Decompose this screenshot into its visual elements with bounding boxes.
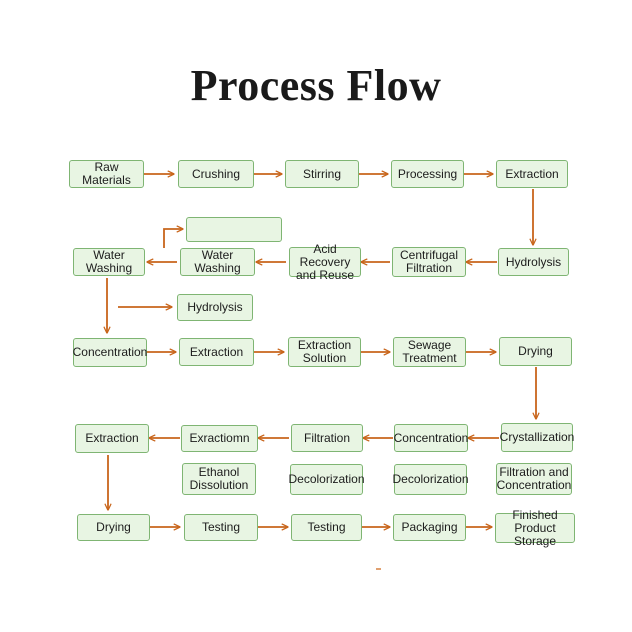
node-label: Decolorization: [392, 472, 469, 486]
node-sewage-treatment: Sewage Treatment: [393, 337, 466, 367]
node-blank-box: [186, 217, 282, 242]
node-extraction-3: Extraction: [75, 424, 149, 453]
stray-mark: [376, 568, 381, 570]
node-label: Filtration: [303, 430, 350, 445]
node-label: Extraction: [189, 344, 244, 359]
node-label: Centrifugal Filtration: [399, 248, 459, 275]
node-label: Packaging: [401, 520, 458, 534]
node-label: Water Washing: [194, 248, 241, 275]
node-label: Drying: [96, 520, 131, 534]
node-label: Raw Materials: [82, 160, 131, 187]
node-label: Testing: [307, 520, 346, 534]
node-label: Water Washing: [85, 248, 133, 275]
node-stirring: Stirring: [285, 160, 359, 188]
node-label: Hydrolysis: [187, 300, 243, 314]
node-label: Ethanol Dissolution: [189, 465, 249, 492]
node-garbled-box: Exractiomn: [181, 425, 258, 452]
node-hydrolysis-1: Hydrolysis: [498, 248, 569, 276]
node-concentration-1: Concentration: [73, 338, 147, 367]
node-testing-1: Testing: [184, 514, 258, 541]
node-water-washing-2: Water Washing: [180, 248, 255, 276]
node-label: Stirring: [302, 166, 341, 181]
node-label: Exractiomn: [189, 431, 250, 445]
node-water-washing-1: Water Washing: [73, 248, 145, 276]
node-centrifugal-filtration: Centrifugal Filtration: [392, 247, 466, 277]
node-processing: Processing: [391, 160, 464, 188]
node-decolorization-2: Decolorization: [392, 464, 469, 495]
node-label: Sewage Treatment: [402, 338, 457, 365]
node-label: Acid Recovery and Reuse: [295, 241, 355, 282]
node-packaging: Packaging: [393, 514, 466, 541]
node-label: Crystallization: [499, 430, 575, 444]
arrow-washing-to-blank: [163, 229, 183, 248]
node-label: Crushing: [191, 166, 241, 181]
node-hydrolysis-2: Hydrolysis: [177, 294, 253, 321]
node-label: Concentration: [393, 430, 469, 445]
node-label: Processing: [397, 166, 458, 181]
node-testing-2: Testing: [291, 514, 362, 541]
node-label: Drying: [518, 344, 553, 358]
node-label: Testing: [201, 520, 241, 534]
node-label: Extraction: [85, 431, 139, 445]
node-drying-2: Drying: [77, 514, 150, 541]
node-extraction-1: Extraction: [496, 160, 568, 188]
node-label: Hydrolysis: [505, 254, 562, 269]
node-label: Decolorization: [288, 472, 365, 486]
page-title: Process Flow: [190, 61, 442, 110]
node-filtration-concentration: Filtration and Concentration: [496, 463, 572, 495]
node-raw-materials: Raw Materials: [69, 160, 144, 188]
node-label: Concentration: [72, 345, 148, 359]
node-label: Filtration and Concentration: [496, 465, 572, 492]
node-decolorization-1: Decolorization: [288, 464, 365, 495]
node-finished-storage: Finished Product Storage: [495, 508, 575, 547]
node-extraction-2: Extraction: [179, 338, 254, 366]
node-label: Finished Product Storage: [512, 507, 558, 548]
node-extraction-solution: Extraction Solution: [288, 337, 361, 367]
node-ethanol-dissolution: Ethanol Dissolution: [182, 463, 256, 495]
node-crystallization: Crystallization: [499, 423, 575, 452]
node-label: Extraction Solution: [297, 338, 352, 365]
node-crushing: Crushing: [178, 160, 254, 188]
node-filtration: Filtration: [291, 424, 363, 452]
node-label: Extraction: [505, 166, 559, 181]
node-acid-recovery: Acid Recovery and Reuse: [289, 242, 361, 281]
node-drying-1: Drying: [499, 337, 572, 366]
node-concentration-2: Concentration: [394, 424, 468, 452]
